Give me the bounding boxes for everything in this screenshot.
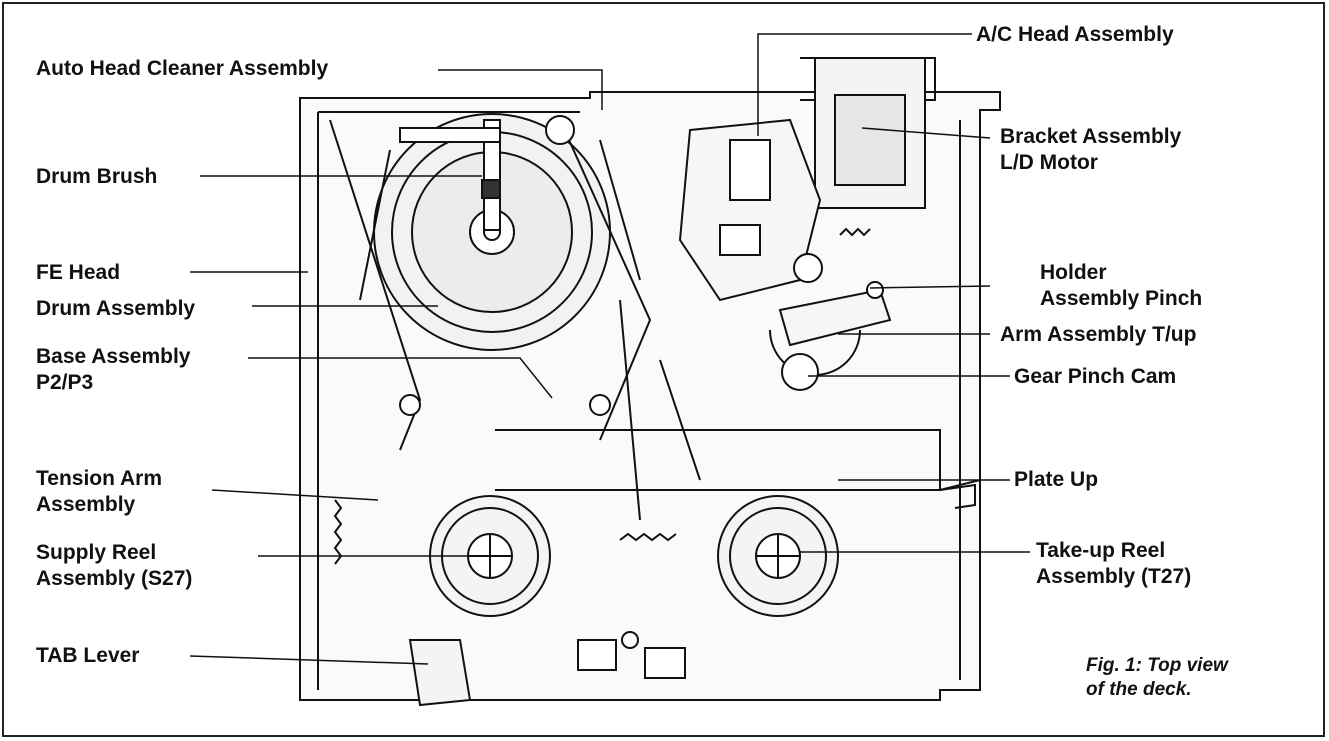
label-tension-arm-line1: Tension Arm — [36, 467, 163, 490]
figure-caption-line1: Fig. 1: Top view — [1086, 655, 1228, 676]
supply-reel — [429, 495, 551, 617]
label-tab-lever: TAB Lever — [36, 644, 140, 667]
label-holder-line2: Assembly Pinch — [1040, 287, 1203, 310]
label-gear-pinch: Gear Pinch Cam — [1014, 365, 1177, 388]
drum-brush-shape — [399, 119, 501, 231]
leader-bracket — [861, 127, 991, 139]
label-bracket: Bracket Assembly L/D Motor — [1000, 124, 1181, 176]
leader-holder — [869, 285, 991, 289]
label-bracket-line1: Bracket Assembly — [1000, 125, 1182, 148]
figure-caption-line2: of the deck. — [1086, 679, 1192, 700]
leader-tension-arm — [211, 489, 379, 501]
label-base-assembly: Base Assembly P2/P3 — [36, 344, 190, 396]
label-takeup-reel: Take-up Reel Assembly (T27) — [1036, 538, 1191, 590]
label-tension-arm-line2: Assembly — [36, 493, 136, 516]
pinch-holder — [769, 253, 892, 391]
label-bracket-line2: L/D Motor — [1000, 151, 1098, 174]
label-drum-assembly: Drum Assembly — [36, 297, 196, 320]
figure-caption: Fig. 1: Top view of the deck. — [1086, 654, 1228, 702]
label-takeup-reel-line1: Take-up Reel — [1036, 539, 1166, 562]
leader-ac-head — [757, 33, 972, 136]
leader-auto-head-cleaner — [438, 69, 603, 110]
leader-base-assembly — [248, 357, 553, 399]
label-drum-brush: Drum Brush — [36, 165, 158, 188]
label-plate-up: Plate Up — [1014, 468, 1099, 491]
takeup-reel — [717, 495, 839, 617]
drum-assembly-shape — [359, 113, 641, 351]
label-holder: Holder Assembly Pinch — [1040, 260, 1202, 312]
ac-head-plate — [678, 118, 822, 302]
leader-lines — [189, 33, 1030, 665]
label-base-assembly-line1: Base Assembly — [36, 345, 191, 368]
label-holder-line1: Holder — [1040, 261, 1107, 284]
label-ac-head: A/C Head Assembly — [976, 23, 1174, 46]
label-supply-reel-line1: Supply Reel — [36, 541, 157, 564]
guide-arms — [329, 115, 701, 521]
label-supply-reel-line2: Assembly (S27) — [36, 567, 193, 590]
springs-and-levers — [333, 227, 976, 707]
leader-tab-lever — [189, 655, 429, 665]
label-auto-head-cleaner: Auto Head Cleaner Assembly — [36, 57, 329, 80]
label-fe-head: FE Head — [36, 261, 121, 284]
label-takeup-reel-line2: Assembly (T27) — [1036, 565, 1192, 588]
label-base-assembly-line2: P2/P3 — [36, 371, 94, 394]
label-arm-tup: Arm Assembly T/up — [1000, 323, 1197, 346]
label-tension-arm: Tension Arm Assembly — [36, 466, 162, 518]
label-supply-reel: Supply Reel Assembly (S27) — [36, 540, 192, 592]
